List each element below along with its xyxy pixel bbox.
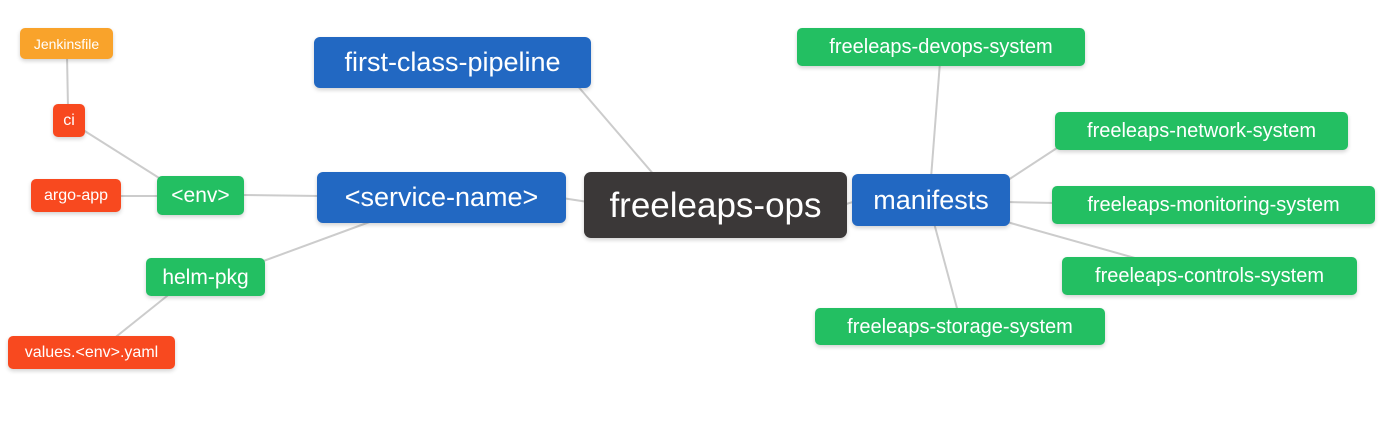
edge-env-service-name — [240, 194, 321, 197]
node-ci[interactable]: ci — [53, 104, 85, 137]
node-first-class-pipeline[interactable]: first-class-pipeline — [314, 37, 591, 88]
node-freeleaps-storage-system[interactable]: freeleaps-storage-system — [815, 308, 1105, 345]
edge-helm-pkg-values — [111, 291, 173, 341]
edge-manifests-storage-system — [933, 222, 959, 313]
edge-manifests-controls-system — [1006, 221, 1143, 261]
node-freeleaps-controls-system[interactable]: freeleaps-controls-system — [1062, 257, 1357, 295]
node-argo-app[interactable]: argo-app — [31, 179, 121, 212]
edge-manifests-monitoring-system — [1005, 201, 1057, 204]
edge-jenkinsfile-ci — [66, 54, 69, 109]
node-freeleaps-devops-system[interactable]: freeleaps-devops-system — [797, 28, 1085, 66]
node-freeleaps-network-system[interactable]: freeleaps-network-system — [1055, 112, 1348, 150]
edge-manifests-devops-system — [930, 61, 941, 179]
node-helm-pkg[interactable]: helm-pkg — [146, 258, 265, 296]
node-env[interactable]: <env> — [157, 176, 244, 215]
node-service-name[interactable]: <service-name> — [317, 172, 566, 223]
node-values-env-yaml[interactable]: values.<env>.yaml — [8, 336, 175, 369]
node-freeleaps-monitoring-system[interactable]: freeleaps-monitoring-system — [1052, 186, 1375, 224]
node-freeleaps-ops[interactable]: freeleaps-ops — [584, 172, 847, 238]
node-manifests[interactable]: manifests — [852, 174, 1010, 226]
edge-manifests-network-system — [1004, 145, 1061, 183]
edge-service-name-freeleaps-ops — [561, 197, 589, 203]
node-jenkinsfile[interactable]: Jenkinsfile — [20, 28, 113, 59]
edge-pipeline-freeleaps-ops — [575, 83, 656, 177]
edge-service-name-helm-pkg — [257, 219, 376, 264]
